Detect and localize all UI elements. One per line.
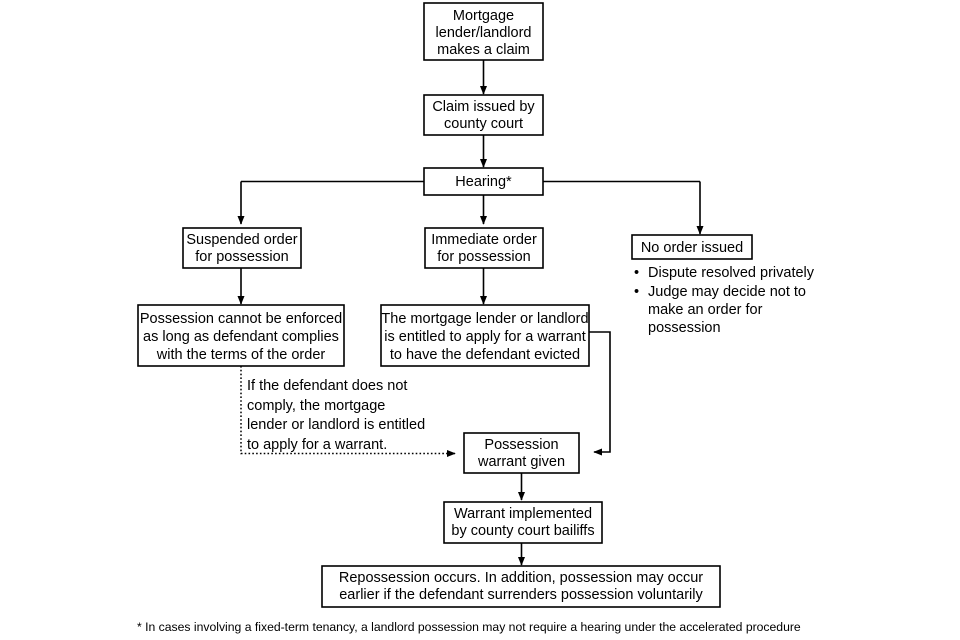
node-repossession-occurs[interactable]: Repossession occurs. In addition, posses…	[321, 565, 721, 608]
node-possession-not-enforced-line-3: with the terms of the order	[156, 347, 326, 363]
bullet-item-2-line-2: make an order for	[648, 302, 763, 318]
node-entitled-to-warrant-line-3: to have the defendant evicted	[390, 347, 580, 363]
node-warrant-implemented-line-1: Warrant implemented	[454, 506, 592, 522]
node-warrant-implemented-box	[443, 501, 603, 544]
node-no-order[interactable]: No order issued	[631, 234, 753, 260]
dotted-annotation-line-4: to apply for a warrant.	[247, 437, 387, 453]
node-claim-issued[interactable]: Claim issued by county court	[423, 94, 544, 136]
node-repossession-occurs-line-2: earlier if the defendant surrenders poss…	[339, 587, 703, 603]
node-possession-warrant-line-1: Possession	[484, 437, 558, 453]
node-repossession-occurs-line-1: Repossession occurs. In addition, posses…	[339, 570, 703, 586]
edge-dotted-not-enforced-to-warrant-given	[240, 366, 456, 458]
node-suspended-order[interactable]: Suspended order for possession	[182, 227, 302, 269]
node-hearing-box	[423, 167, 544, 196]
node-hearing[interactable]: Hearing*	[423, 167, 544, 196]
node-entitled-to-warrant-line-2: is entitled to apply for a warrant	[384, 329, 586, 345]
node-immediate-order-line-1: Immediate order	[431, 232, 537, 248]
node-entitled-to-warrant-line-1: The mortgage lender or landlord	[381, 311, 588, 327]
node-suspended-order-box	[182, 227, 302, 269]
bullet-marker-1: •	[634, 265, 639, 281]
bullet-item-2-line-1: Judge may decide not to	[648, 284, 806, 300]
node-claim-issued-line-1: Claim issued by	[432, 99, 535, 115]
node-suspended-order-line-2: for possession	[195, 249, 289, 265]
node-repossession-occurs-box	[321, 565, 721, 608]
node-claim-made-line-1: Mortgage	[453, 8, 514, 24]
node-warrant-implemented-line-2: by county court bailiffs	[451, 523, 594, 539]
node-possession-warrant-line-2: warrant given	[477, 454, 565, 470]
bullet-item-2-line-3: possession	[648, 320, 721, 336]
node-possession-not-enforced-line-1: Possession cannot be enforced	[140, 311, 342, 327]
node-possession-not-enforced-box	[137, 304, 345, 367]
no-order-bullet-list: • Dispute resolved privately • Judge may…	[634, 265, 815, 336]
node-possession-not-enforced-line-2: as long as defendant complies	[143, 329, 339, 345]
node-claim-made[interactable]: Mortgage lender/landlord makes a claim	[423, 2, 544, 61]
node-claim-issued-line-2: county court	[444, 116, 523, 132]
node-possession-warrant-box	[463, 432, 580, 474]
node-immediate-order[interactable]: Immediate order for possession	[424, 227, 544, 269]
bullet-item-1-line-1: Dispute resolved privately	[648, 265, 815, 281]
node-no-order-box	[631, 234, 753, 260]
node-claim-made-line-3: makes a claim	[437, 42, 530, 58]
node-immediate-order-box	[424, 227, 544, 269]
node-no-order-label: No order issued	[641, 240, 743, 256]
bullet-marker-2: •	[634, 284, 639, 300]
node-possession-warrant[interactable]: Possession warrant given	[463, 432, 580, 474]
dotted-annotation-line-3: lender or landlord is entitled	[247, 417, 425, 433]
edge-entitled-to-warrant-given	[589, 331, 611, 456]
node-hearing-label: Hearing*	[455, 174, 512, 190]
node-claim-made-box	[423, 2, 544, 61]
node-possession-not-enforced[interactable]: Possession cannot be enforced as long as…	[137, 304, 345, 367]
node-entitled-to-warrant[interactable]: The mortgage lender or landlord is entit…	[380, 304, 590, 367]
node-entitled-to-warrant-box	[380, 304, 590, 367]
dotted-annotation: If the defendant does not comply, the mo…	[247, 378, 425, 453]
node-suspended-order-line-1: Suspended order	[186, 232, 297, 248]
dotted-annotation-line-2: comply, the mortgage	[247, 398, 385, 414]
footnote: * In cases involving a fixed-term tenanc…	[137, 620, 801, 634]
node-warrant-implemented[interactable]: Warrant implemented by county court bail…	[443, 501, 603, 544]
node-claim-made-line-2: lender/landlord	[436, 25, 532, 41]
dotted-annotation-line-1: If the defendant does not	[247, 378, 407, 394]
node-claim-issued-box	[423, 94, 544, 136]
node-immediate-order-line-2: for possession	[437, 249, 531, 265]
